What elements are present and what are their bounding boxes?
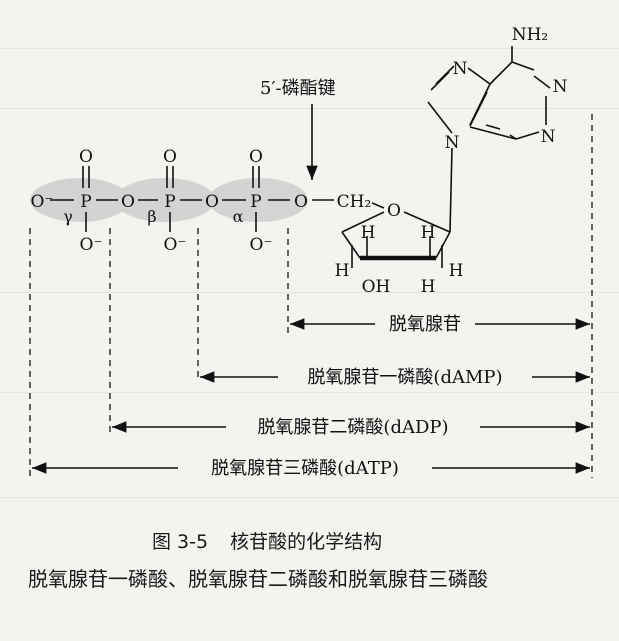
- adenine-base: [427, 46, 551, 140]
- c1-hydrogen: H: [421, 223, 436, 243]
- adenine-atoms: N N N N NH₂: [445, 25, 568, 153]
- deoxyribose-atoms: O H H H OH H H: [335, 201, 464, 297]
- alpha-phosphate-highlight: [208, 178, 308, 222]
- bridge-oxygen-beta-alpha: O: [205, 192, 219, 212]
- triphosphate-atoms: O⁻ P O O⁻ O P O O⁻ O P O O⁻ O CH₂ γ β α: [31, 147, 372, 255]
- alpha-double-oxygen: O: [249, 147, 263, 167]
- triphosphate-chain: [50, 166, 334, 232]
- c4-hydrogen: H: [361, 223, 376, 243]
- bridge-oxygen-alpha-sugar: O: [294, 192, 308, 212]
- datp-structure-diagram: O⁻ P O O⁻ O P O O⁻ O P O O⁻ O CH₂ γ β α …: [29, 25, 593, 479]
- n3-nitrogen: N: [541, 127, 556, 147]
- n7-nitrogen: N: [453, 59, 468, 79]
- alpha-label: α: [233, 207, 244, 226]
- span-guide-lines: [29, 114, 593, 478]
- damp-span-label: 脱氧腺苷一磷酸(dAMP): [307, 367, 502, 388]
- n9-nitrogen: N: [445, 133, 460, 153]
- ester-bond-label: 5′-磷酯键: [260, 78, 336, 99]
- amino-group: NH₂: [512, 25, 549, 45]
- gamma-terminal-oxygen: O⁻: [31, 192, 54, 212]
- figure-description: 脱氧腺苷一磷酸、脱氧腺苷二磷酸和脱氧腺苷三磷酸: [28, 567, 488, 591]
- ring-oxygen: O: [387, 201, 401, 221]
- dadp-span-label: 脱氧腺苷二磷酸(dADP): [257, 417, 448, 438]
- gamma-phosphate-highlight: [30, 178, 130, 222]
- figure-title: 核苷酸的化学结构: [230, 531, 383, 553]
- background-line: [0, 48, 619, 49]
- background-line: [0, 292, 619, 293]
- deoxyribose-ring: [341, 147, 453, 268]
- sugar-5-carbon: CH₂: [337, 192, 372, 212]
- figure-number: 图 3-5: [152, 531, 209, 553]
- beta-lower-oxygen: O⁻: [164, 235, 187, 255]
- deoxyadenosine-span-label: 脱氧腺苷: [389, 314, 461, 335]
- c2-hydrogen-lower: H: [449, 261, 464, 281]
- ester-bond-callout: 5′-磷酯键: [260, 78, 336, 180]
- bridge-oxygen-gamma-beta: O: [121, 192, 135, 212]
- beta-double-oxygen: O: [163, 147, 177, 167]
- span-labels: 脱氧腺苷 脱氧腺苷一磷酸(dAMP) 脱氧腺苷二磷酸(dADP) 脱氧腺苷三磷酸…: [211, 314, 502, 479]
- alpha-lower-oxygen: O⁻: [250, 235, 273, 255]
- gamma-phosphorus: P: [80, 192, 91, 212]
- span-arrows: [31, 318, 590, 474]
- n1-nitrogen: N: [553, 77, 568, 97]
- gamma-label: γ: [63, 207, 73, 226]
- background-line: [0, 108, 619, 109]
- gamma-lower-oxygen: O⁻: [80, 235, 103, 255]
- figure-caption: 图 3-5 核苷酸的化学结构: [152, 527, 512, 554]
- beta-phosphate-highlight: [115, 178, 215, 222]
- datp-span-label: 脱氧腺苷三磷酸(dATP): [211, 458, 399, 479]
- beta-phosphorus: P: [164, 192, 175, 212]
- c3-hydroxyl: OH: [362, 277, 391, 297]
- c3-hydrogen: H: [335, 261, 350, 281]
- alpha-phosphorus: P: [250, 192, 261, 212]
- gamma-double-oxygen: O: [79, 147, 93, 167]
- phosphate-highlight-ellipses: [30, 178, 308, 222]
- background-line: [0, 497, 619, 498]
- beta-label: β: [147, 207, 156, 226]
- background-line: [0, 392, 619, 393]
- c2-hydrogen: H: [421, 277, 436, 297]
